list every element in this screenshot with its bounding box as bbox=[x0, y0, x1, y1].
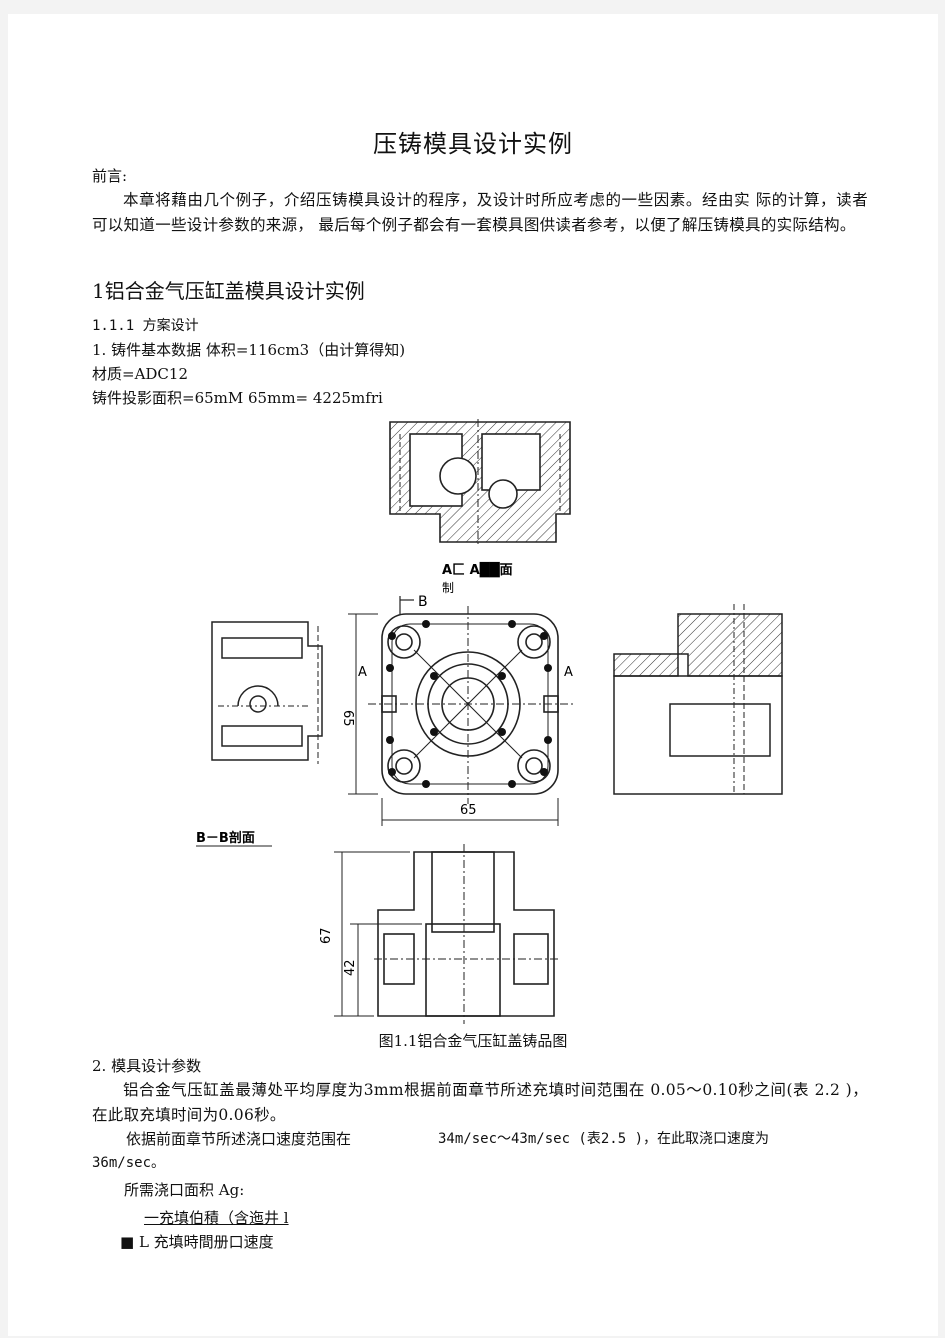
filling-time-paragraph: 铝合金气压缸盖最薄处平均厚度为3mm根据前面章节所述充填时间范围在 0.05～0… bbox=[92, 1081, 868, 1124]
material-line: 材质=ADC12 bbox=[92, 365, 188, 383]
section-heading-1: 1铝合金气压缸盖模具设计实例 bbox=[92, 279, 365, 303]
dim-67: 67 bbox=[319, 927, 334, 944]
dim-65-horizontal: 65 bbox=[460, 803, 477, 818]
dim-42: 42 bbox=[343, 959, 358, 976]
plan-view bbox=[368, 606, 574, 804]
label-a-right: A bbox=[564, 665, 573, 680]
dim-65-vertical: 65 bbox=[340, 710, 355, 727]
preface-label: 前言: bbox=[92, 167, 128, 185]
left-side-view bbox=[211, 621, 323, 764]
document-page: 压铸模具设计实例 前言: 本章将藉由几个例子，介绍压铸模具设计的程序，及设计时所… bbox=[8, 14, 938, 1336]
section-view-aa bbox=[389, 419, 571, 544]
preface-paragraph: 本章将藉由几个例子，介绍压铸模具设计的程序，及设计时所应考虑的一些因素。经由实 … bbox=[92, 191, 868, 234]
casting-drawing: A匚 A██面 制 B bbox=[196, 419, 783, 1024]
label-bb-section: B－B剖面 bbox=[196, 830, 255, 846]
label-zhi: 制 bbox=[442, 581, 454, 595]
gate-area-label: 所需浇口面积 Ag: bbox=[124, 1181, 245, 1199]
formula-numerator: 一充填伯積（含迤井 l bbox=[144, 1209, 289, 1227]
right-side-view bbox=[613, 604, 783, 795]
casting-basic-data: 1. 铸件基本数据 体积=116cm3（由计算得知) bbox=[92, 341, 406, 359]
label-aa-section: A匚 A██面 bbox=[442, 561, 513, 578]
gate-velocity-text-c: 36m/sec。 bbox=[92, 1155, 166, 1171]
label-b: B bbox=[418, 594, 428, 610]
ejector-pins bbox=[386, 620, 552, 788]
label-a-left: A bbox=[358, 665, 367, 680]
formula-denominator: ■ L 充填時間册口速度 bbox=[120, 1233, 274, 1251]
gate-velocity-text-b: 34m/sec～43m/sec (表2.5 )，在此取浇口速度为 bbox=[438, 1131, 770, 1147]
mold-design-parameters-heading: 2. 模具设计参数 bbox=[92, 1057, 202, 1075]
document-title: 压铸模具设计实例 bbox=[373, 130, 573, 158]
figure-caption: 图1.1铝合金气压缸盖铸品图 bbox=[378, 1032, 568, 1050]
subsection-heading-1-1-1: 1.1.1 方案设计 bbox=[92, 318, 199, 334]
bottom-elevation-view bbox=[374, 844, 558, 1024]
projection-area-line: 铸件投影面积=65mM 65mm= 4225mfri bbox=[92, 389, 383, 407]
gate-velocity-text-a: 依据前面章节所述浇口速度范围在 bbox=[126, 1130, 352, 1148]
